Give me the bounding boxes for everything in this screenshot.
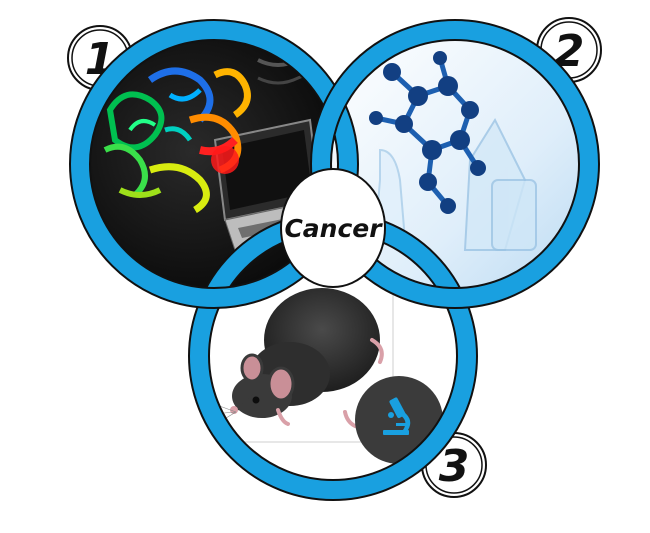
- mouse-image: [211, 288, 384, 428]
- ring-circle-1: [69, 19, 359, 309]
- center-label: Cancer: [284, 214, 383, 243]
- center-node: Cancer: [280, 168, 386, 288]
- microscope-icon: [383, 397, 411, 435]
- ring-circle-2: [310, 19, 600, 309]
